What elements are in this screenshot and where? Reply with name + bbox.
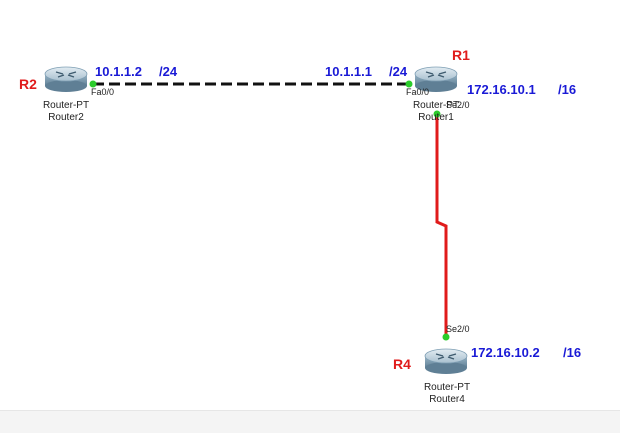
router-r1-se-ip: 172.16.10.1: [467, 82, 536, 97]
router-r4-model: Router-PT: [424, 382, 470, 393]
router-r1-fa-mask: /24: [389, 64, 408, 79]
router-r1-fa-ip: 10.1.1.1: [325, 64, 372, 79]
router-r2-model: Router-PT: [43, 100, 89, 111]
router-r1-se-mask: /16: [558, 82, 576, 97]
router-icon: [424, 348, 468, 374]
link-status-r1-fa-icon: [405, 80, 413, 88]
router-r1-fa-port: Fa0/0: [406, 87, 429, 97]
router-r2-fa-ip: 10.1.1.2: [95, 64, 142, 79]
router-icon: [414, 66, 458, 92]
router-r1-hostname: Router1: [418, 112, 454, 123]
link-status-r1-se-icon: [433, 110, 441, 118]
router-r4-se-ip: 172.16.10.2: [471, 345, 540, 360]
router-r4-hostname: Router4: [429, 394, 465, 405]
router-r4[interactable]: [424, 348, 468, 374]
router-r2-fa-port: Fa0/0: [91, 87, 114, 97]
router-r1-name: R1: [452, 47, 470, 63]
router-r2-hostname: Router2: [48, 112, 84, 123]
router-r2-fa-mask: /24: [159, 64, 178, 79]
router-icon: [44, 66, 88, 92]
router-r2[interactable]: [44, 66, 88, 92]
router-r2-name: R2: [19, 76, 37, 92]
workspace-bottom-strip: [0, 410, 620, 433]
router-r4-se-mask: /16: [563, 345, 581, 360]
router-r1[interactable]: [414, 66, 458, 92]
serial-link-r1-r4[interactable]: [435, 112, 448, 336]
router-r1-model: Router-PT: [413, 100, 459, 111]
link-status-r4-se-icon: [442, 333, 450, 341]
router-r1-se-port: Se2/0: [446, 100, 470, 110]
router-r4-se-port: Se2/0: [446, 324, 470, 334]
router-r4-name: R4: [393, 356, 411, 372]
link-status-r2-fa-icon: [89, 80, 97, 88]
